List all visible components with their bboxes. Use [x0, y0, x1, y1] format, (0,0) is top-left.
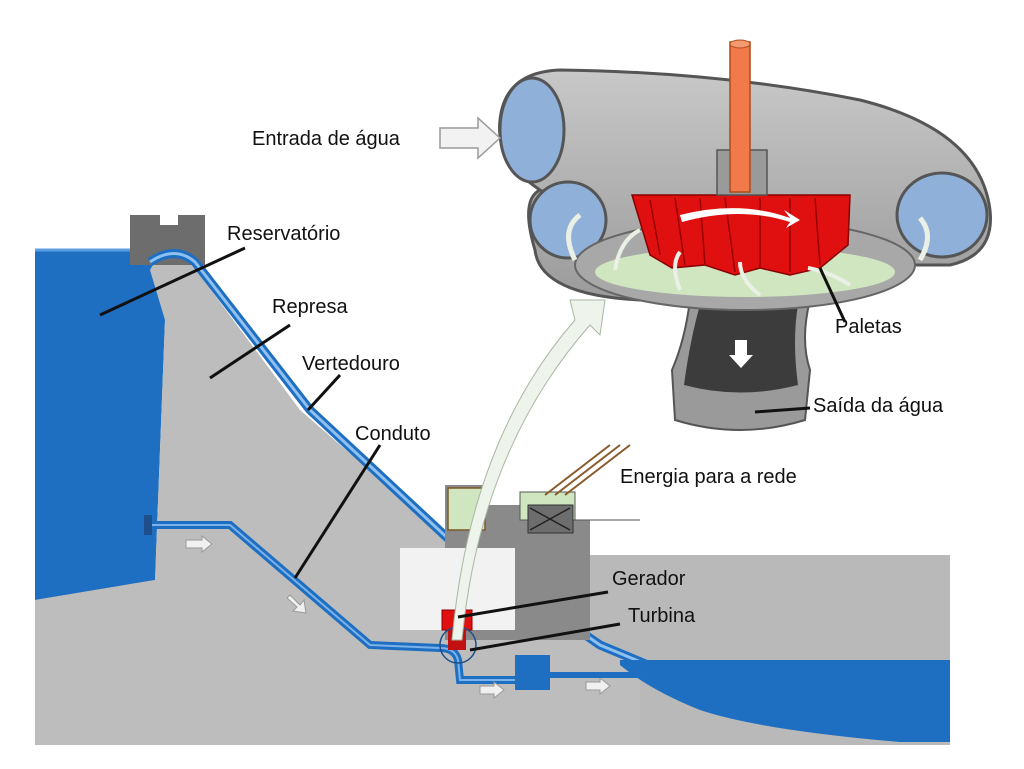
penstock-highlight — [148, 524, 520, 681]
leader-vertedouro — [306, 373, 342, 412]
flow-arrow-4 — [585, 676, 611, 696]
crest-notch — [160, 215, 178, 225]
runner-blades — [649, 197, 821, 273]
leader-turbina — [469, 622, 621, 652]
flow-arrow-3 — [479, 680, 505, 700]
flow-arrow-1 — [185, 534, 213, 554]
inflow-arrow-1 — [613, 228, 641, 271]
shaft — [729, 41, 751, 193]
inflow-arrow-2 — [673, 250, 682, 291]
transformer-mark — [529, 507, 571, 531]
detail-callout-arrow — [451, 299, 606, 641]
inflow-arrow-4 — [807, 266, 852, 287]
inflow-arrow-3 — [738, 261, 762, 297]
inlet-arrow — [439, 116, 502, 160]
inflow-arrow-right — [917, 216, 930, 262]
label-vertedouro: Vertedouro — [302, 353, 400, 375]
reservoir-water — [35, 250, 185, 600]
leader-conduto — [293, 444, 382, 579]
leader-gerador — [457, 590, 609, 619]
tailwater — [620, 660, 950, 742]
spillway-highlight — [149, 252, 661, 672]
label-turbina: Turbina — [628, 605, 696, 627]
exit-arrow — [729, 340, 753, 368]
draft-tube — [515, 655, 550, 690]
power-line-1 — [544, 444, 611, 496]
inflow-arrow-left — [566, 213, 582, 262]
rotation-arrow — [680, 208, 800, 228]
power-line-2 — [554, 444, 621, 496]
shaft-top — [729, 39, 751, 49]
label-energia-rede: Energia para a rede — [620, 466, 797, 488]
flow-arrow-2 — [286, 594, 307, 614]
leader-paletas — [818, 267, 847, 323]
casing-section-left — [528, 180, 608, 260]
label-gerador: Gerador — [612, 568, 686, 590]
power-line-3 — [564, 444, 631, 496]
label-paletas: Paletas — [835, 316, 902, 338]
intake-gate — [144, 515, 152, 535]
label-saida-agua: Saída da água — [813, 395, 944, 417]
label-represa: Represa — [272, 296, 348, 318]
label-conduto: Conduto — [355, 423, 431, 445]
label-reservatorio: Reservatório — [227, 223, 340, 245]
label-entrada-agua: Entrada de água — [252, 128, 401, 150]
casing-section-right — [895, 171, 989, 259]
leader-saida — [754, 406, 811, 414]
leader-reservatorio — [99, 246, 246, 317]
leader-represa — [209, 323, 291, 380]
casing-inlet — [498, 76, 566, 184]
